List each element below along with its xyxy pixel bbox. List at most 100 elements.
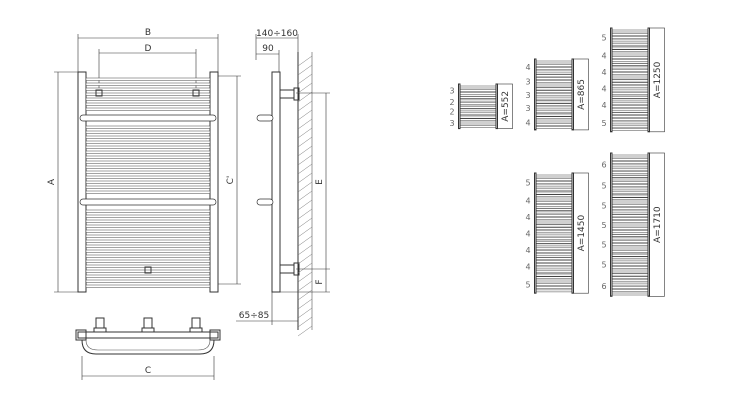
variant-towel-bar bbox=[611, 79, 649, 83]
variant-rail bbox=[611, 282, 649, 286]
variant-rail bbox=[611, 128, 649, 131]
front-rail bbox=[85, 170, 211, 174]
variant-rail bbox=[535, 90, 573, 93]
variant-towel-bar bbox=[535, 224, 573, 228]
variant-rail bbox=[611, 269, 649, 273]
variant-rail bbox=[535, 266, 573, 270]
variant-rail bbox=[611, 92, 649, 95]
front-rail bbox=[85, 155, 211, 159]
variant-group-count: 4 bbox=[525, 119, 530, 128]
variant-rail bbox=[611, 210, 649, 214]
front-rail bbox=[85, 77, 211, 81]
variant-group-count: 4 bbox=[601, 84, 606, 93]
variant-rail bbox=[611, 158, 649, 161]
variant-towel-bar bbox=[535, 273, 573, 277]
front-rail bbox=[85, 224, 211, 228]
variant-rail bbox=[535, 250, 573, 253]
variant-group-count: 5 bbox=[601, 119, 606, 128]
variant-group-count: 4 bbox=[525, 229, 530, 238]
variant-towel-bar bbox=[611, 95, 649, 99]
variant-rail bbox=[611, 121, 649, 125]
variant-group-count: 6 bbox=[601, 160, 606, 169]
variant-height-box bbox=[649, 152, 665, 297]
variant-rail bbox=[535, 126, 573, 129]
front-rail bbox=[85, 229, 211, 233]
variant-rail bbox=[459, 92, 497, 95]
variant-rail bbox=[611, 223, 649, 227]
variant-rail bbox=[459, 85, 497, 89]
variant-rail bbox=[611, 36, 649, 39]
variant-group-count: 4 bbox=[525, 262, 530, 271]
variant-group-count: 4 bbox=[601, 68, 606, 77]
front-rail bbox=[85, 185, 211, 189]
variant-left-tube bbox=[610, 27, 613, 133]
variant-group-count: 3 bbox=[449, 119, 454, 128]
dimension-a-label: A bbox=[47, 178, 57, 185]
variant-left-tube bbox=[534, 172, 537, 294]
variant-group-count: 4 bbox=[525, 197, 530, 206]
variant-group-count: 5 bbox=[601, 182, 606, 191]
variant-rail bbox=[611, 56, 649, 59]
side-towel-bar-upper bbox=[256, 114, 274, 122]
front-rail bbox=[85, 135, 211, 139]
variant-rail bbox=[611, 289, 649, 292]
valve-right bbox=[191, 317, 201, 329]
variant-group-count: 5 bbox=[601, 241, 606, 250]
variant-rail bbox=[535, 246, 573, 250]
front-rail bbox=[85, 284, 211, 288]
variant-towel-bar bbox=[459, 95, 497, 100]
front-rail bbox=[85, 140, 211, 144]
dimension-c-label: C bbox=[145, 366, 151, 376]
towel-bar-upper bbox=[79, 114, 217, 122]
variant-towel-bar bbox=[611, 214, 649, 218]
front-rail bbox=[85, 125, 211, 129]
variant-rail bbox=[611, 207, 649, 210]
variant-towel-bar bbox=[535, 100, 573, 104]
variant-rail bbox=[535, 260, 573, 263]
variant-rail bbox=[459, 111, 497, 115]
variant-rail bbox=[535, 70, 573, 74]
variant-rail bbox=[535, 269, 573, 273]
front-view: B D A C' bbox=[47, 28, 241, 293]
side-profile-tube bbox=[271, 71, 281, 293]
front-rail bbox=[85, 175, 211, 179]
variant-rail bbox=[535, 116, 573, 119]
variant-rail bbox=[611, 52, 649, 56]
towel-bar-lower bbox=[79, 198, 217, 206]
variant-rail bbox=[611, 197, 649, 200]
front-rail bbox=[85, 249, 211, 253]
front-rail bbox=[85, 214, 211, 218]
variant-rail bbox=[535, 289, 573, 293]
variant-rail bbox=[611, 98, 649, 102]
variant-towel-bar bbox=[535, 74, 573, 78]
variant-height-label: A=552 bbox=[501, 91, 511, 122]
variant-height-box bbox=[573, 172, 589, 294]
front-rail bbox=[85, 82, 211, 86]
variant-rail bbox=[535, 263, 573, 266]
variant-group-count: 3 bbox=[525, 78, 530, 87]
variant-group-count: 4 bbox=[601, 52, 606, 61]
front-rails bbox=[85, 77, 211, 288]
variant-rail bbox=[535, 227, 573, 230]
variant-towel-bar bbox=[535, 87, 573, 91]
variant-rail bbox=[611, 240, 649, 243]
variant-rail bbox=[459, 102, 497, 105]
variant-towel-bar bbox=[535, 113, 573, 117]
variant-rail bbox=[611, 105, 649, 108]
dimension-d-label: D bbox=[145, 44, 152, 54]
variant-rail bbox=[535, 103, 573, 106]
variant-rail bbox=[611, 33, 649, 36]
front-rail bbox=[85, 92, 211, 96]
variant-rail bbox=[459, 98, 497, 102]
variant-height-label: A=865 bbox=[577, 79, 587, 110]
front-rail bbox=[85, 259, 211, 263]
variant-group-count: 4 bbox=[525, 63, 530, 72]
dimension-c-prime-label: C' bbox=[226, 176, 236, 185]
side-towel-bar-lower bbox=[256, 198, 274, 206]
variant-group-count: 4 bbox=[601, 101, 606, 110]
variant-rail bbox=[535, 77, 573, 80]
variant-group-count: 5 bbox=[601, 260, 606, 269]
variant-towel-bar bbox=[611, 62, 649, 67]
